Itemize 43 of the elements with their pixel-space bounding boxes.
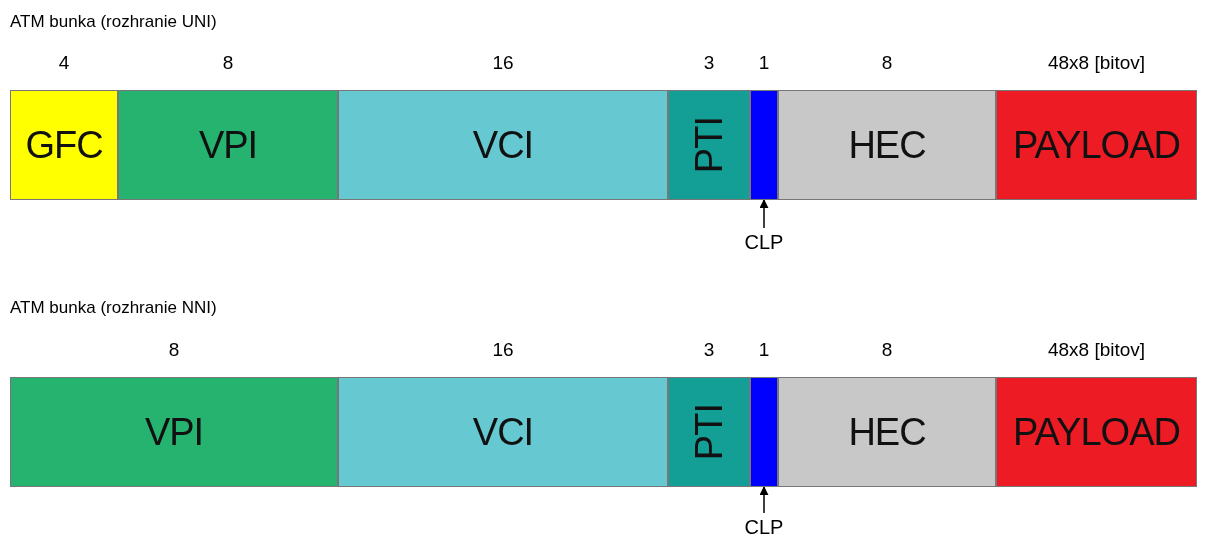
bit-count: 8 <box>168 339 180 361</box>
bit-count: 48x8 [bitov] <box>1047 52 1146 74</box>
bit-count: 1 <box>758 339 770 361</box>
field-box <box>118 90 338 200</box>
field-name: PTI <box>687 116 731 174</box>
field-box <box>10 377 338 487</box>
flag-bar <box>750 90 778 200</box>
field-box <box>338 377 668 487</box>
field-box <box>996 90 1197 200</box>
field-name: VPI <box>198 123 258 167</box>
bit-count: 8 <box>881 339 893 361</box>
field-box <box>668 90 750 200</box>
bit-count: 16 <box>492 52 514 74</box>
bit-count: 8 <box>881 52 893 74</box>
leader-line <box>759 199 769 229</box>
field-name: HEC <box>848 123 926 167</box>
bit-count: 48x8 [bitov] <box>1047 339 1146 361</box>
flag-bar <box>750 377 778 487</box>
bit-count: 4 <box>58 52 70 74</box>
field-box <box>10 90 118 200</box>
field-box <box>778 377 996 487</box>
leader-line <box>759 486 769 514</box>
field-name: GFC <box>25 123 103 167</box>
field-name: PTI <box>687 403 731 461</box>
row-title: ATM bunka (rozhranie UNI) <box>10 12 217 32</box>
field-box <box>668 377 750 487</box>
bit-count: 3 <box>703 339 715 361</box>
bit-count: 1 <box>758 52 770 74</box>
field-box <box>778 90 996 200</box>
flag-label: CLP <box>744 230 784 254</box>
field-name: PAYLOAD <box>1013 410 1180 454</box>
field-box <box>338 90 668 200</box>
flag-label: CLP <box>744 515 784 539</box>
bit-count: 8 <box>222 52 234 74</box>
bit-count: 16 <box>492 339 514 361</box>
field-name: PAYLOAD <box>1013 123 1180 167</box>
field-name: VPI <box>144 410 204 454</box>
row-title: ATM bunka (rozhranie NNI) <box>10 298 217 318</box>
field-box <box>996 377 1197 487</box>
field-name: HEC <box>848 410 926 454</box>
field-name: VCI <box>472 123 534 167</box>
field-name: VCI <box>472 410 534 454</box>
bit-count: 3 <box>703 52 715 74</box>
